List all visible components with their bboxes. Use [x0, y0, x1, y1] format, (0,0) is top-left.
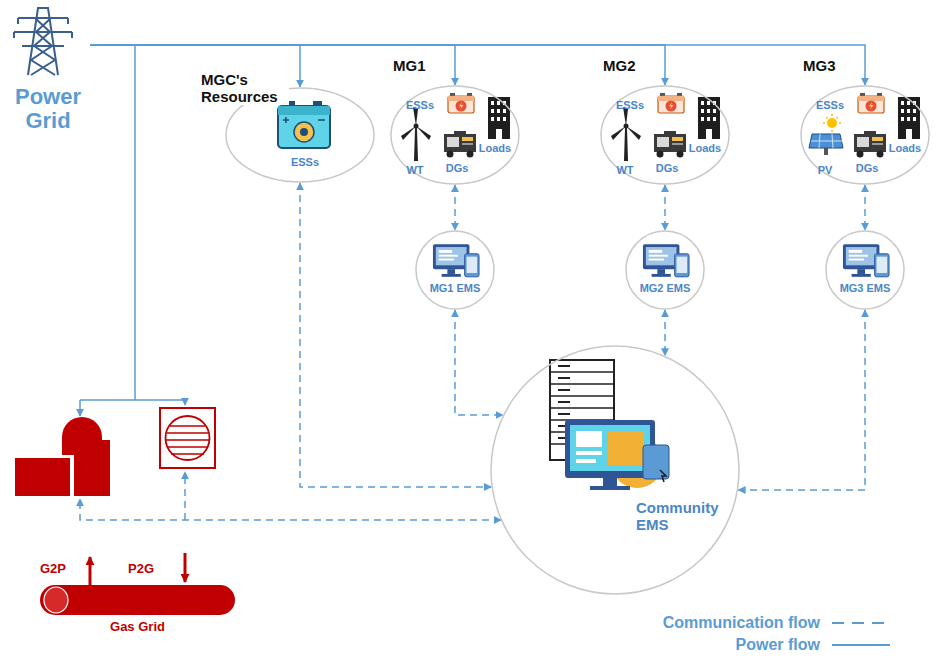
node-text: ESSs	[812, 99, 848, 111]
legend-sample	[832, 639, 892, 651]
tower-icon	[14, 8, 72, 75]
microgrid-ellipse: MG1ESSsWT DGsLoads	[385, 58, 525, 190]
node-text: WT	[397, 164, 433, 176]
g2p-plant-icon	[15, 417, 110, 496]
node-text: Loads	[477, 142, 513, 154]
node-text: PV	[807, 164, 843, 176]
communication-connector	[738, 310, 865, 490]
server-icon	[550, 360, 669, 490]
microgrid-ellipse: MG3ESSsPV DGsLoads	[795, 58, 935, 190]
grid-label: Power Grid	[5, 5, 90, 145]
node-text: MG1 EMS	[420, 282, 490, 294]
node-outline	[490, 345, 740, 595]
ems-circle: MG2 EMS	[625, 230, 705, 310]
resource-ellipse: MGC's ResourcesESSs	[195, 70, 380, 190]
node-text: MG2 EMS	[630, 282, 700, 294]
node-text: ESSs	[612, 99, 648, 111]
gas-grid-pipe: Gas Grid	[40, 585, 235, 637]
node-text: Community EMS	[636, 500, 734, 533]
node-outline	[415, 230, 495, 310]
ems-circle: MG3 EMS	[825, 230, 905, 310]
node-text: Gas Grid	[40, 620, 235, 634]
legend-text: Communication flow	[663, 614, 820, 632]
communication-connector	[300, 183, 491, 487]
microgrid-ellipse: MG2ESSsWT DGsLoads	[595, 58, 735, 190]
node-text: ESSs	[283, 156, 327, 168]
communication-connector	[664, 310, 666, 355]
flow-label: G2P	[40, 562, 66, 576]
node-text: Power Grid	[8, 85, 88, 133]
node-heading: MG2	[603, 58, 663, 75]
ems-circle: MG1 EMS	[415, 230, 495, 310]
communication-connector	[455, 310, 503, 415]
node-text: WT	[607, 164, 643, 176]
node-text: DGs	[849, 162, 885, 174]
node-outline	[825, 230, 905, 310]
node-text: ESSs	[402, 99, 438, 111]
node-text: DGs	[649, 162, 685, 174]
node-text: DGs	[439, 162, 475, 174]
p2g-plant-icon	[160, 408, 215, 468]
node-outline	[40, 585, 235, 615]
power-connector	[90, 45, 665, 85]
node-heading: MG3	[803, 58, 863, 75]
communication-connector	[664, 185, 666, 230]
communication-connector	[864, 185, 866, 230]
legend-text: Power flow	[736, 636, 820, 654]
node-heading: MGC's Resources	[199, 72, 289, 105]
node-outline	[625, 230, 705, 310]
ess-battery-icon	[278, 101, 330, 148]
community-ems-circle: Community EMS	[490, 345, 740, 595]
legend-sample	[832, 617, 892, 629]
node-text: MG3 EMS	[830, 282, 900, 294]
node-text: Loads	[887, 142, 923, 154]
flow-label: P2G	[128, 562, 154, 576]
node-heading: MG1	[393, 58, 453, 75]
communication-connector	[454, 185, 456, 230]
node-text: Loads	[687, 142, 723, 154]
